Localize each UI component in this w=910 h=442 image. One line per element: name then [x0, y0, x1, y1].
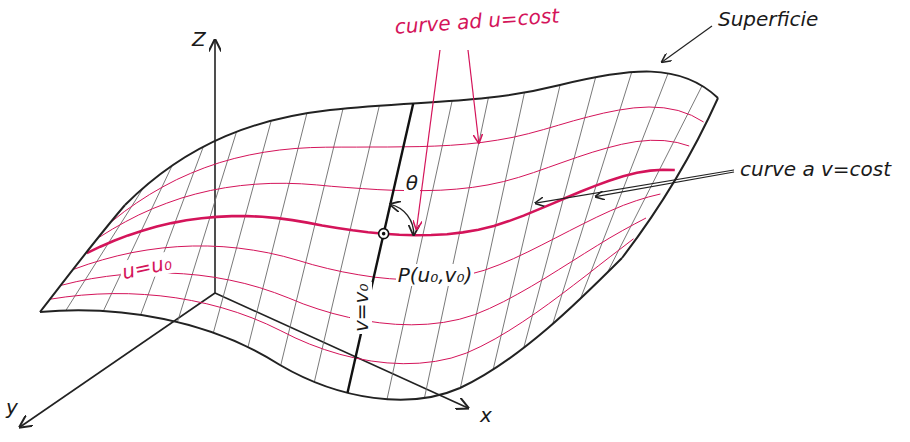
v-curves	[66, 72, 702, 399]
annotation-text: curve a v=cost	[738, 158, 893, 180]
axis-label: x	[478, 404, 494, 426]
leader-line	[662, 26, 712, 62]
point-marker	[382, 232, 386, 236]
z-axis	[214, 40, 216, 293]
angle-label: θ	[404, 172, 420, 194]
surface-edge	[40, 205, 125, 312]
u-curve	[50, 239, 633, 364]
leader-line	[596, 172, 734, 197]
point-label: P(u₀,v₀)	[396, 264, 475, 286]
point-marker	[379, 229, 389, 239]
leader-line	[535, 170, 734, 203]
annotation-text: curve ad u=cost	[392, 4, 562, 38]
leader-line	[417, 50, 440, 229]
u-curves	[50, 107, 703, 364]
leader-line	[468, 50, 479, 143]
curve-label: u=u₀	[118, 251, 176, 284]
annotations	[348, 26, 734, 393]
surface-edge	[125, 72, 718, 205]
angle-arc	[390, 204, 413, 234]
annotation-text: Superficie	[716, 8, 820, 30]
curve-label: v=v₀	[350, 281, 372, 333]
v0-curve	[348, 103, 414, 392]
u0-curve	[87, 170, 675, 254]
axis-label: y	[4, 396, 20, 418]
axis-label: Z	[190, 28, 208, 50]
